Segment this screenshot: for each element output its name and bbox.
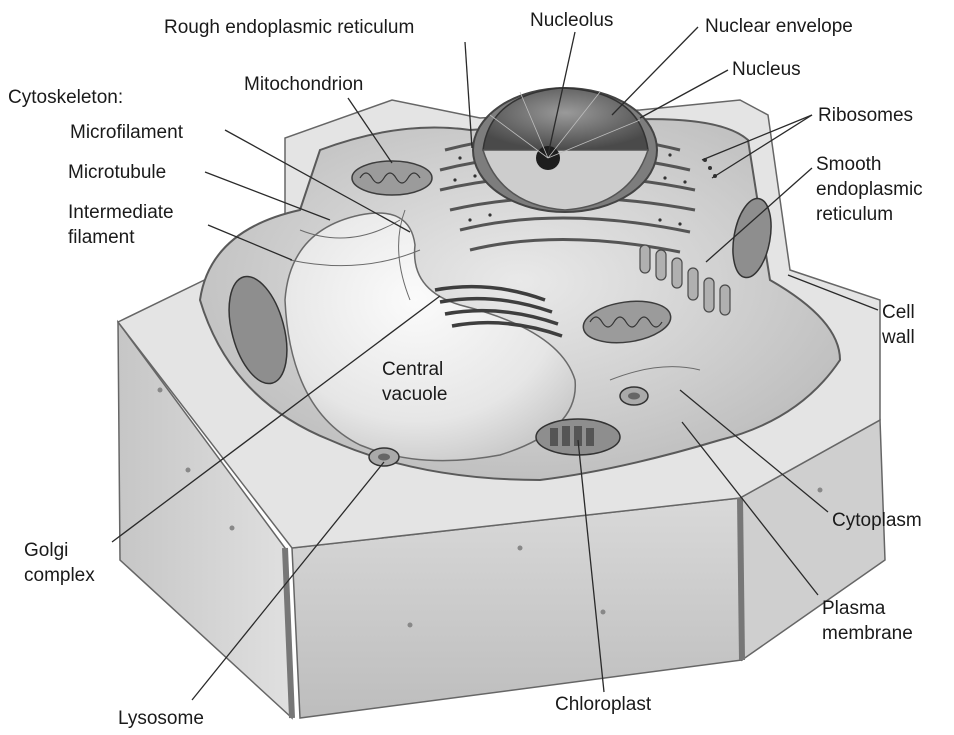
label-ribosomes: Ribosomes xyxy=(818,103,913,128)
nucleus xyxy=(473,88,657,212)
label-cytoplasm: Cytoplasm xyxy=(832,508,922,533)
label-intermediate-filament: Intermediate filament xyxy=(68,200,174,250)
label-cytoskeleton: Cytoskeleton: xyxy=(8,85,123,110)
label-chloroplast: Chloroplast xyxy=(555,692,651,717)
label-nucleolus: Nucleolus xyxy=(530,8,613,33)
label-plasma-membrane: Plasma membrane xyxy=(822,596,913,646)
label-golgi-complex: Golgi complex xyxy=(24,538,95,588)
label-mitochondrion: Mitochondrion xyxy=(244,72,363,97)
label-lysosome: Lysosome xyxy=(118,706,204,731)
label-nucleus: Nucleus xyxy=(732,57,801,82)
label-rough-er: Rough endoplasmic reticulum xyxy=(164,15,414,40)
label-cell-wall: Cell wall xyxy=(882,300,915,350)
label-nuclear-envelope: Nuclear envelope xyxy=(705,14,853,39)
label-microfilament: Microfilament xyxy=(70,120,183,145)
label-microtubule: Microtubule xyxy=(68,160,166,185)
label-smooth-er: Smooth endoplasmic reticulum xyxy=(816,152,923,227)
label-central-vacuole: Central vacuole xyxy=(382,357,448,407)
